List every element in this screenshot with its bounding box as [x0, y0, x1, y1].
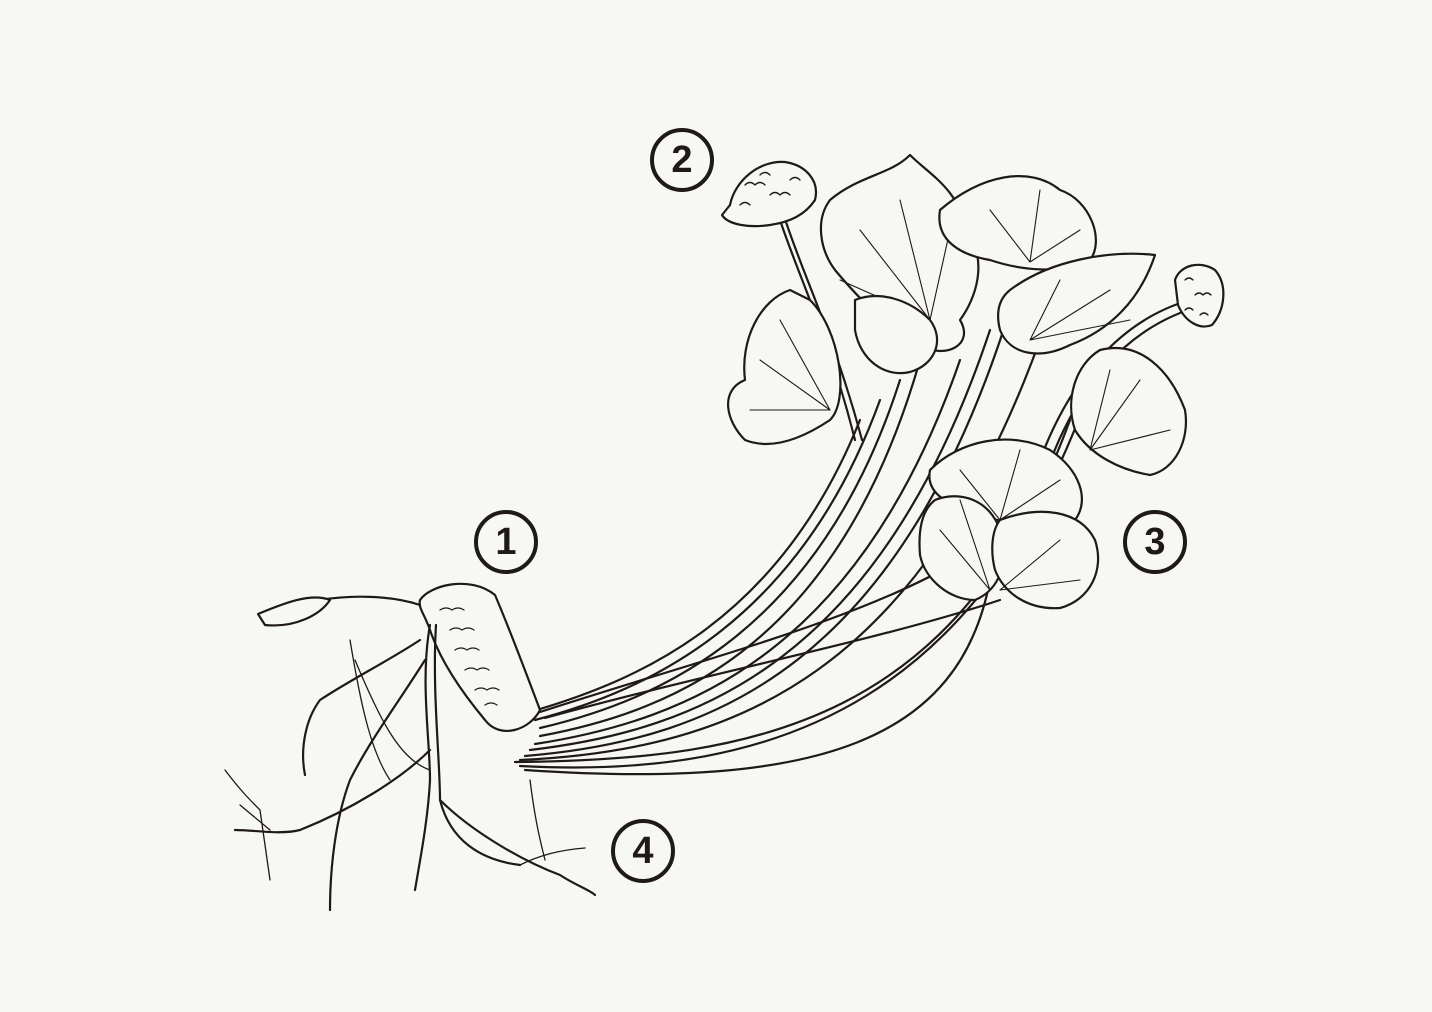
- marker-2: 2: [650, 128, 714, 192]
- flower-cluster-left: [720, 160, 818, 228]
- marker-2-label: 2: [671, 139, 693, 181]
- marker-4-label: 4: [632, 830, 654, 872]
- marker-1: 1: [474, 510, 538, 574]
- leaf-top-right: [938, 175, 1157, 355]
- rhizome: [256, 582, 542, 732]
- marker-3-label: 3: [1144, 521, 1166, 563]
- marker-4: 4: [611, 819, 675, 883]
- leaf-lower-center: [918, 438, 1100, 610]
- marker-3: 3: [1123, 510, 1187, 574]
- roots: [224, 623, 597, 912]
- flower-cluster-right: [1173, 263, 1225, 328]
- leaf-top-center: [819, 153, 980, 375]
- leaf-upper-left: [727, 288, 842, 445]
- marker-1-label: 1: [495, 521, 517, 563]
- leaf-right: [1070, 347, 1188, 477]
